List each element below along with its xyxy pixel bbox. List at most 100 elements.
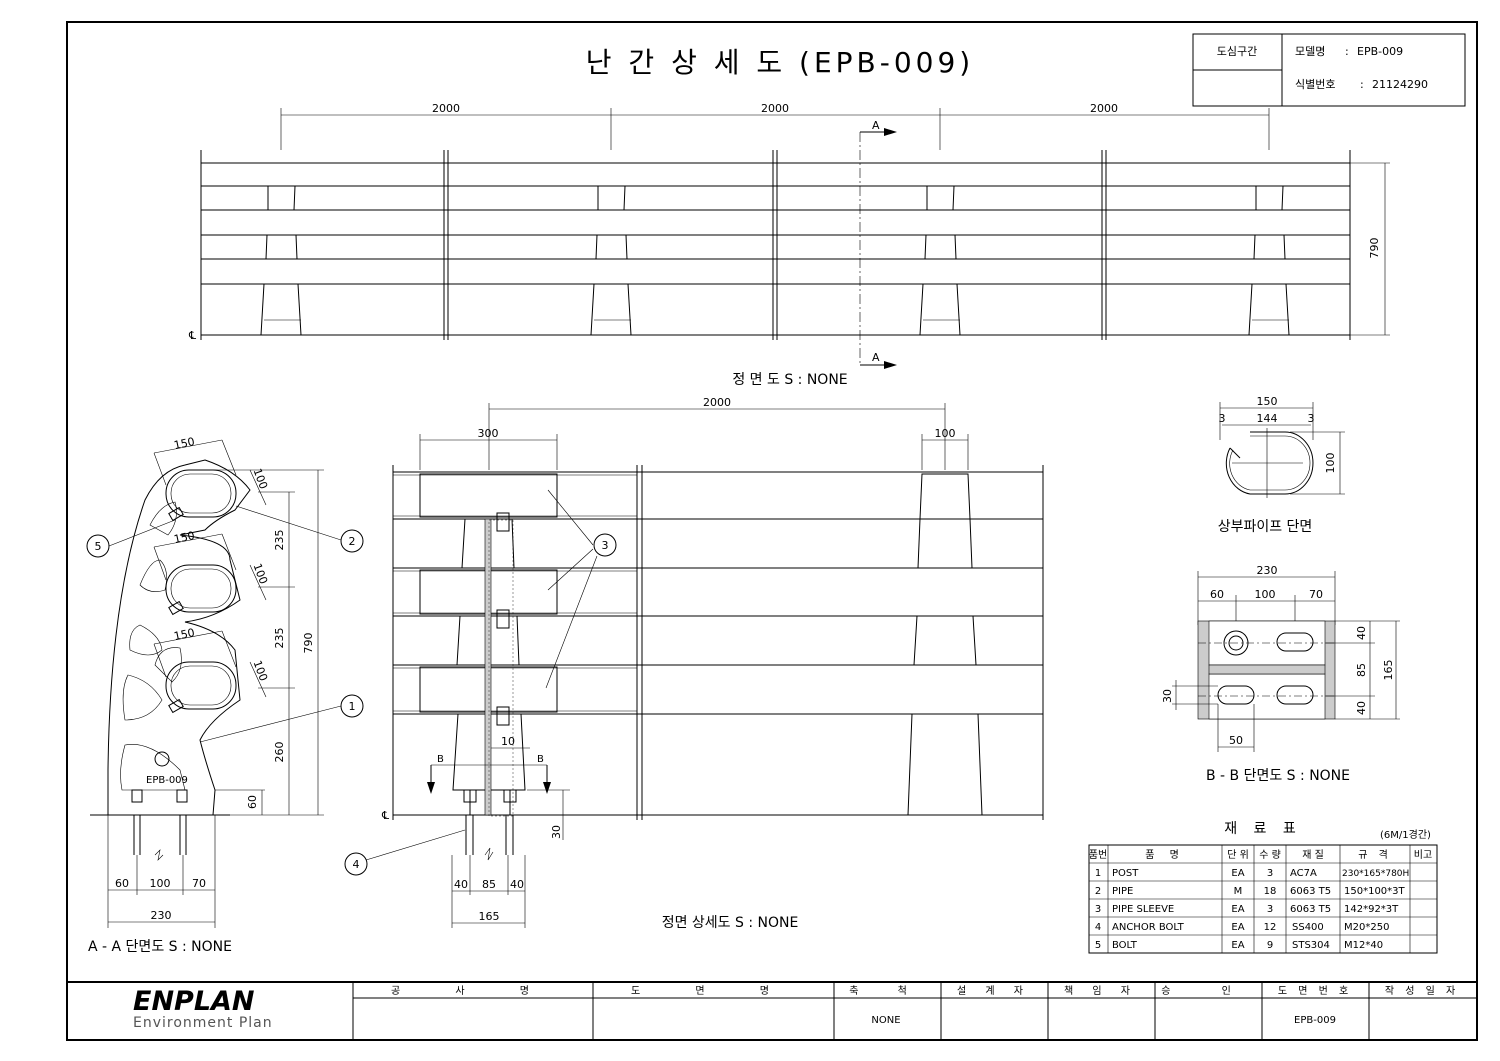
bb-dim-85: 85 <box>1355 663 1368 677</box>
drawing-title: 난 간 상 세 도 (EPB-009) <box>586 46 974 79</box>
bb-dim-40b: 40 <box>1355 701 1368 715</box>
svg-text:M12*40: M12*40 <box>1344 940 1383 951</box>
svg-text::: : <box>1345 45 1349 58</box>
tb-head-project: 공 사 명 <box>391 985 555 997</box>
front-detail: 2000 300 100 <box>381 396 1044 931</box>
balloon-1: 1 <box>349 700 356 713</box>
balloon-2: 2 <box>349 535 356 548</box>
bb-dim-230: 230 <box>1257 564 1278 577</box>
pipe-section-caption: 상부파이프 단면 <box>1218 519 1313 535</box>
mt-head-spec: 규 격 <box>1358 848 1392 861</box>
svg-text:POST: POST <box>1112 868 1139 879</box>
balloon-4: 4 <box>353 858 360 871</box>
detail-dim-40a: 40 <box>454 878 468 891</box>
front-span-3: 2000 <box>1090 102 1118 115</box>
detail-dim-300: 300 <box>478 427 499 440</box>
svg-text:PIPE: PIPE <box>1112 886 1133 897</box>
tb-head-date: 작 성 일 자 <box>1385 985 1459 997</box>
svg-text:230*165*780H: 230*165*780H <box>1342 869 1409 879</box>
info-id-label: 식별번호 <box>1295 78 1335 91</box>
svg-text:18: 18 <box>1264 886 1277 897</box>
info-model-label: 모델명 <box>1295 45 1325 58</box>
tb-val-number: EPB-009 <box>1294 1015 1336 1026</box>
aa-dim-pipe-h3: 100 <box>251 659 270 683</box>
aa-dim-pipe-h2: 100 <box>251 562 270 586</box>
pipe-dim-3a: 3 <box>1219 412 1226 425</box>
pipe-dim-100: 100 <box>1324 453 1337 474</box>
aa-dim-b100: 100 <box>150 877 171 890</box>
aa-dim-b60: 60 <box>115 877 129 890</box>
front-section-mark-bottom: A <box>872 351 880 364</box>
svg-text:3: 3 <box>1267 904 1273 915</box>
detail-dim-85: 85 <box>482 878 496 891</box>
front-cl-mark: ℄ <box>188 329 196 342</box>
detail-dim-100: 100 <box>935 427 956 440</box>
info-box: 도심구간 모델명 : EPB-009 식별번호 : 21124290 <box>1192 33 1466 107</box>
svg-text:9: 9 <box>1267 940 1273 951</box>
front-detail-caption: 정면 상세도 S : NONE <box>662 915 799 931</box>
section-bb-caption: B - B 단면도 S : NONE <box>1206 768 1350 784</box>
tb-head-drawing: 도 면 명 <box>631 985 795 997</box>
aa-dim-pipe-h1: 100 <box>251 467 270 491</box>
section-aa-caption: A - A 단면도 S : NONE <box>88 939 232 955</box>
balloon-3: 3 <box>602 539 609 552</box>
material-table: 재 료 표 (6M/1경간) 품번 품 명 단 위 수 량 재 질 규 격 비고… <box>1088 821 1438 954</box>
bb-dim-100: 100 <box>1255 588 1276 601</box>
svg-text:2: 2 <box>1095 886 1101 897</box>
front-height-dim: 790 <box>1368 238 1381 259</box>
mt-row: 1 POST EA 3 AC7A 230*165*780H <box>1095 868 1410 879</box>
section-aa-post-mark: EPB-009 <box>146 775 188 786</box>
svg-text:AC7A: AC7A <box>1290 868 1317 879</box>
detail-dim-30: 30 <box>550 825 563 839</box>
tb-head-designer: 설 계 자 <box>957 985 1031 997</box>
front-view: 2000 2000 2000 79 <box>188 102 1390 388</box>
svg-text:1: 1 <box>1095 868 1101 879</box>
detail-dim-span: 2000 <box>703 396 731 409</box>
svg-text:5: 5 <box>1095 940 1101 951</box>
section-bb: 230 60 100 70 40 85 40 165 30 <box>1161 564 1400 784</box>
balloon-5: 5 <box>95 540 102 553</box>
tb-head-scale: 축 척 <box>849 985 925 997</box>
mt-row: 5 BOLT EA 9 STS304 M12*40 <box>1095 940 1383 951</box>
aa-dim-260: 260 <box>273 742 286 763</box>
aa-dim-b230: 230 <box>151 909 172 922</box>
pipe-section: 150 144 3 3 100 상부파이프 단면 <box>1218 395 1345 535</box>
sheet-border <box>66 21 1478 1041</box>
aa-dim-235b: 235 <box>273 628 286 649</box>
svg-text:BOLT: BOLT <box>1112 940 1138 951</box>
section-aa: EPB-009 150 100 150 100 150 100 <box>86 435 466 955</box>
svg-text:M20*250: M20*250 <box>1344 922 1389 933</box>
aa-dim-pipe-w1: 150 <box>173 435 196 452</box>
mt-row: 4 ANCHOR BOLT EA 12 SS400 M20*250 <box>1095 922 1390 933</box>
svg-text:PIPE SLEEVE: PIPE SLEEVE <box>1112 904 1174 915</box>
bb-dim-165: 165 <box>1382 660 1395 681</box>
bb-dim-40a: 40 <box>1355 626 1368 640</box>
front-span-2: 2000 <box>761 102 789 115</box>
info-category: 도심구간 <box>1217 45 1257 58</box>
svg-text:EA: EA <box>1231 922 1244 933</box>
pipe-dim-150: 150 <box>1257 395 1278 408</box>
front-section-mark-top: A <box>872 119 880 132</box>
mt-head-unit: 단 위 <box>1227 848 1249 861</box>
info-model-value: EPB-009 <box>1357 45 1403 58</box>
svg-text::: : <box>1360 78 1364 91</box>
aa-dim-60: 60 <box>246 795 259 809</box>
bb-dim-70: 70 <box>1309 588 1323 601</box>
tb-head-approval: 승 인 <box>1161 985 1255 997</box>
aa-dim-pipe-w2: 150 <box>173 529 196 546</box>
material-table-note: (6M/1경간) <box>1380 828 1431 841</box>
mt-head-qty: 수 량 <box>1259 849 1281 861</box>
aa-dim-b70: 70 <box>192 877 206 890</box>
front-span-1: 2000 <box>432 102 460 115</box>
mt-head-note: 비고 <box>1414 849 1432 861</box>
mt-head-material: 재 질 <box>1302 849 1324 861</box>
detail-dim-165: 165 <box>479 910 500 923</box>
svg-text:142*92*3T: 142*92*3T <box>1344 904 1399 915</box>
detail-dim-10: 10 <box>501 735 515 748</box>
bb-dim-30: 30 <box>1161 689 1174 703</box>
svg-text:STS304: STS304 <box>1292 940 1330 951</box>
svg-text:M: M <box>1234 886 1243 897</box>
detail-cl-mark: ℄ <box>381 809 389 822</box>
svg-text:EA: EA <box>1231 868 1244 879</box>
